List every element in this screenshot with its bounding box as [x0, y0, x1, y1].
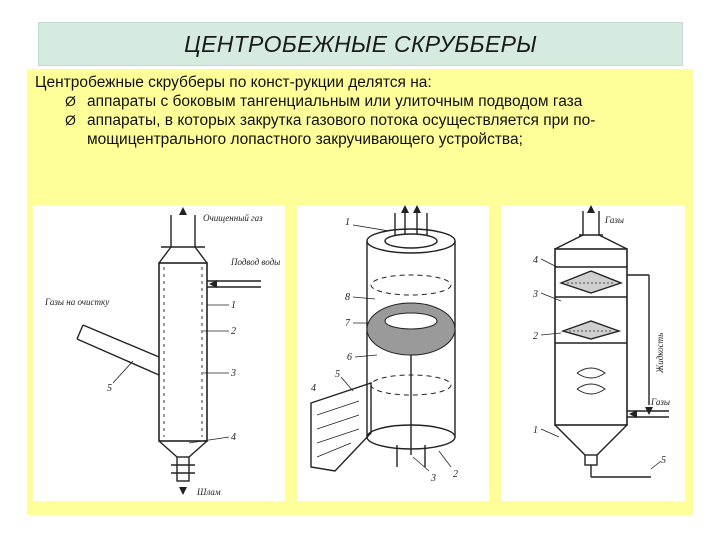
figure-tangential-scrubber: Очищенный газ Подвод воды Газы на очистк… — [33, 205, 285, 501]
liquid-label: Жидкость — [655, 333, 665, 374]
title-bar: ЦЕНТРОБЕЖНЫЕ СКРУББЕРЫ — [38, 22, 683, 66]
bullet-arrow-icon: Ø — [65, 111, 76, 130]
part-number: 4 — [533, 255, 538, 266]
central-swirler-diagram: 1 8 7 6 5 4 3 2 — [297, 205, 489, 501]
gases-in-label: Газы — [650, 397, 670, 407]
bullet-item: Ø аппараты, в которых закрутка газового … — [35, 111, 685, 149]
bullet-text: аппараты с боковым тангенциальным или ул… — [87, 93, 582, 110]
part-number: 2 — [533, 331, 538, 342]
part-number: 3 — [430, 473, 436, 484]
part-number: 4 — [231, 432, 236, 443]
part-number: 5 — [107, 383, 112, 394]
part-number: 1 — [231, 300, 236, 311]
part-number: 6 — [347, 352, 352, 363]
part-number: 8 — [345, 292, 350, 303]
gases-out-label: Газы — [604, 215, 624, 225]
sludge-label: Шлам — [196, 487, 221, 497]
stage-scrubber-diagram: Газы Жидкость Газы 4 3 2 1 5 — [501, 205, 685, 501]
part-number: 7 — [345, 318, 351, 329]
part-number: 1 — [345, 217, 350, 228]
part-number: 4 — [311, 383, 316, 394]
part-number: 2 — [453, 469, 458, 480]
figure-central-swirler-scrubber: 1 8 7 6 5 4 3 2 — [297, 205, 489, 501]
clean-gas-label: Очищенный газ — [203, 213, 263, 223]
bullet-item: Ø аппараты с боковым тангенциальным или … — [35, 92, 685, 111]
content-area: Центробежные скрубберы по конст-рукции д… — [27, 69, 693, 515]
part-number: 5 — [661, 455, 666, 466]
part-number: 5 — [335, 369, 340, 380]
part-number: 2 — [231, 326, 236, 337]
tangential-scrubber-diagram: Очищенный газ Подвод воды Газы на очистк… — [33, 205, 285, 501]
part-number: 3 — [230, 368, 236, 379]
intro-text: Центробежные скрубберы по конст-рукции д… — [35, 73, 685, 92]
figure-stage-scrubber: Газы Жидкость Газы 4 3 2 1 5 — [501, 205, 685, 501]
gas-in-label: Газы на очистку — [44, 297, 109, 307]
bullet-arrow-icon: Ø — [65, 92, 76, 111]
part-number: 3 — [532, 289, 538, 300]
text-block: Центробежные скрубберы по конст-рукции д… — [35, 73, 685, 149]
slide-title: ЦЕНТРОБЕЖНЫЕ СКРУББЕРЫ — [184, 31, 537, 58]
bullet-text: аппараты, в которых закрутка газового по… — [87, 112, 595, 148]
water-inlet-label: Подвод воды — [230, 257, 280, 267]
part-number: 1 — [533, 425, 538, 436]
